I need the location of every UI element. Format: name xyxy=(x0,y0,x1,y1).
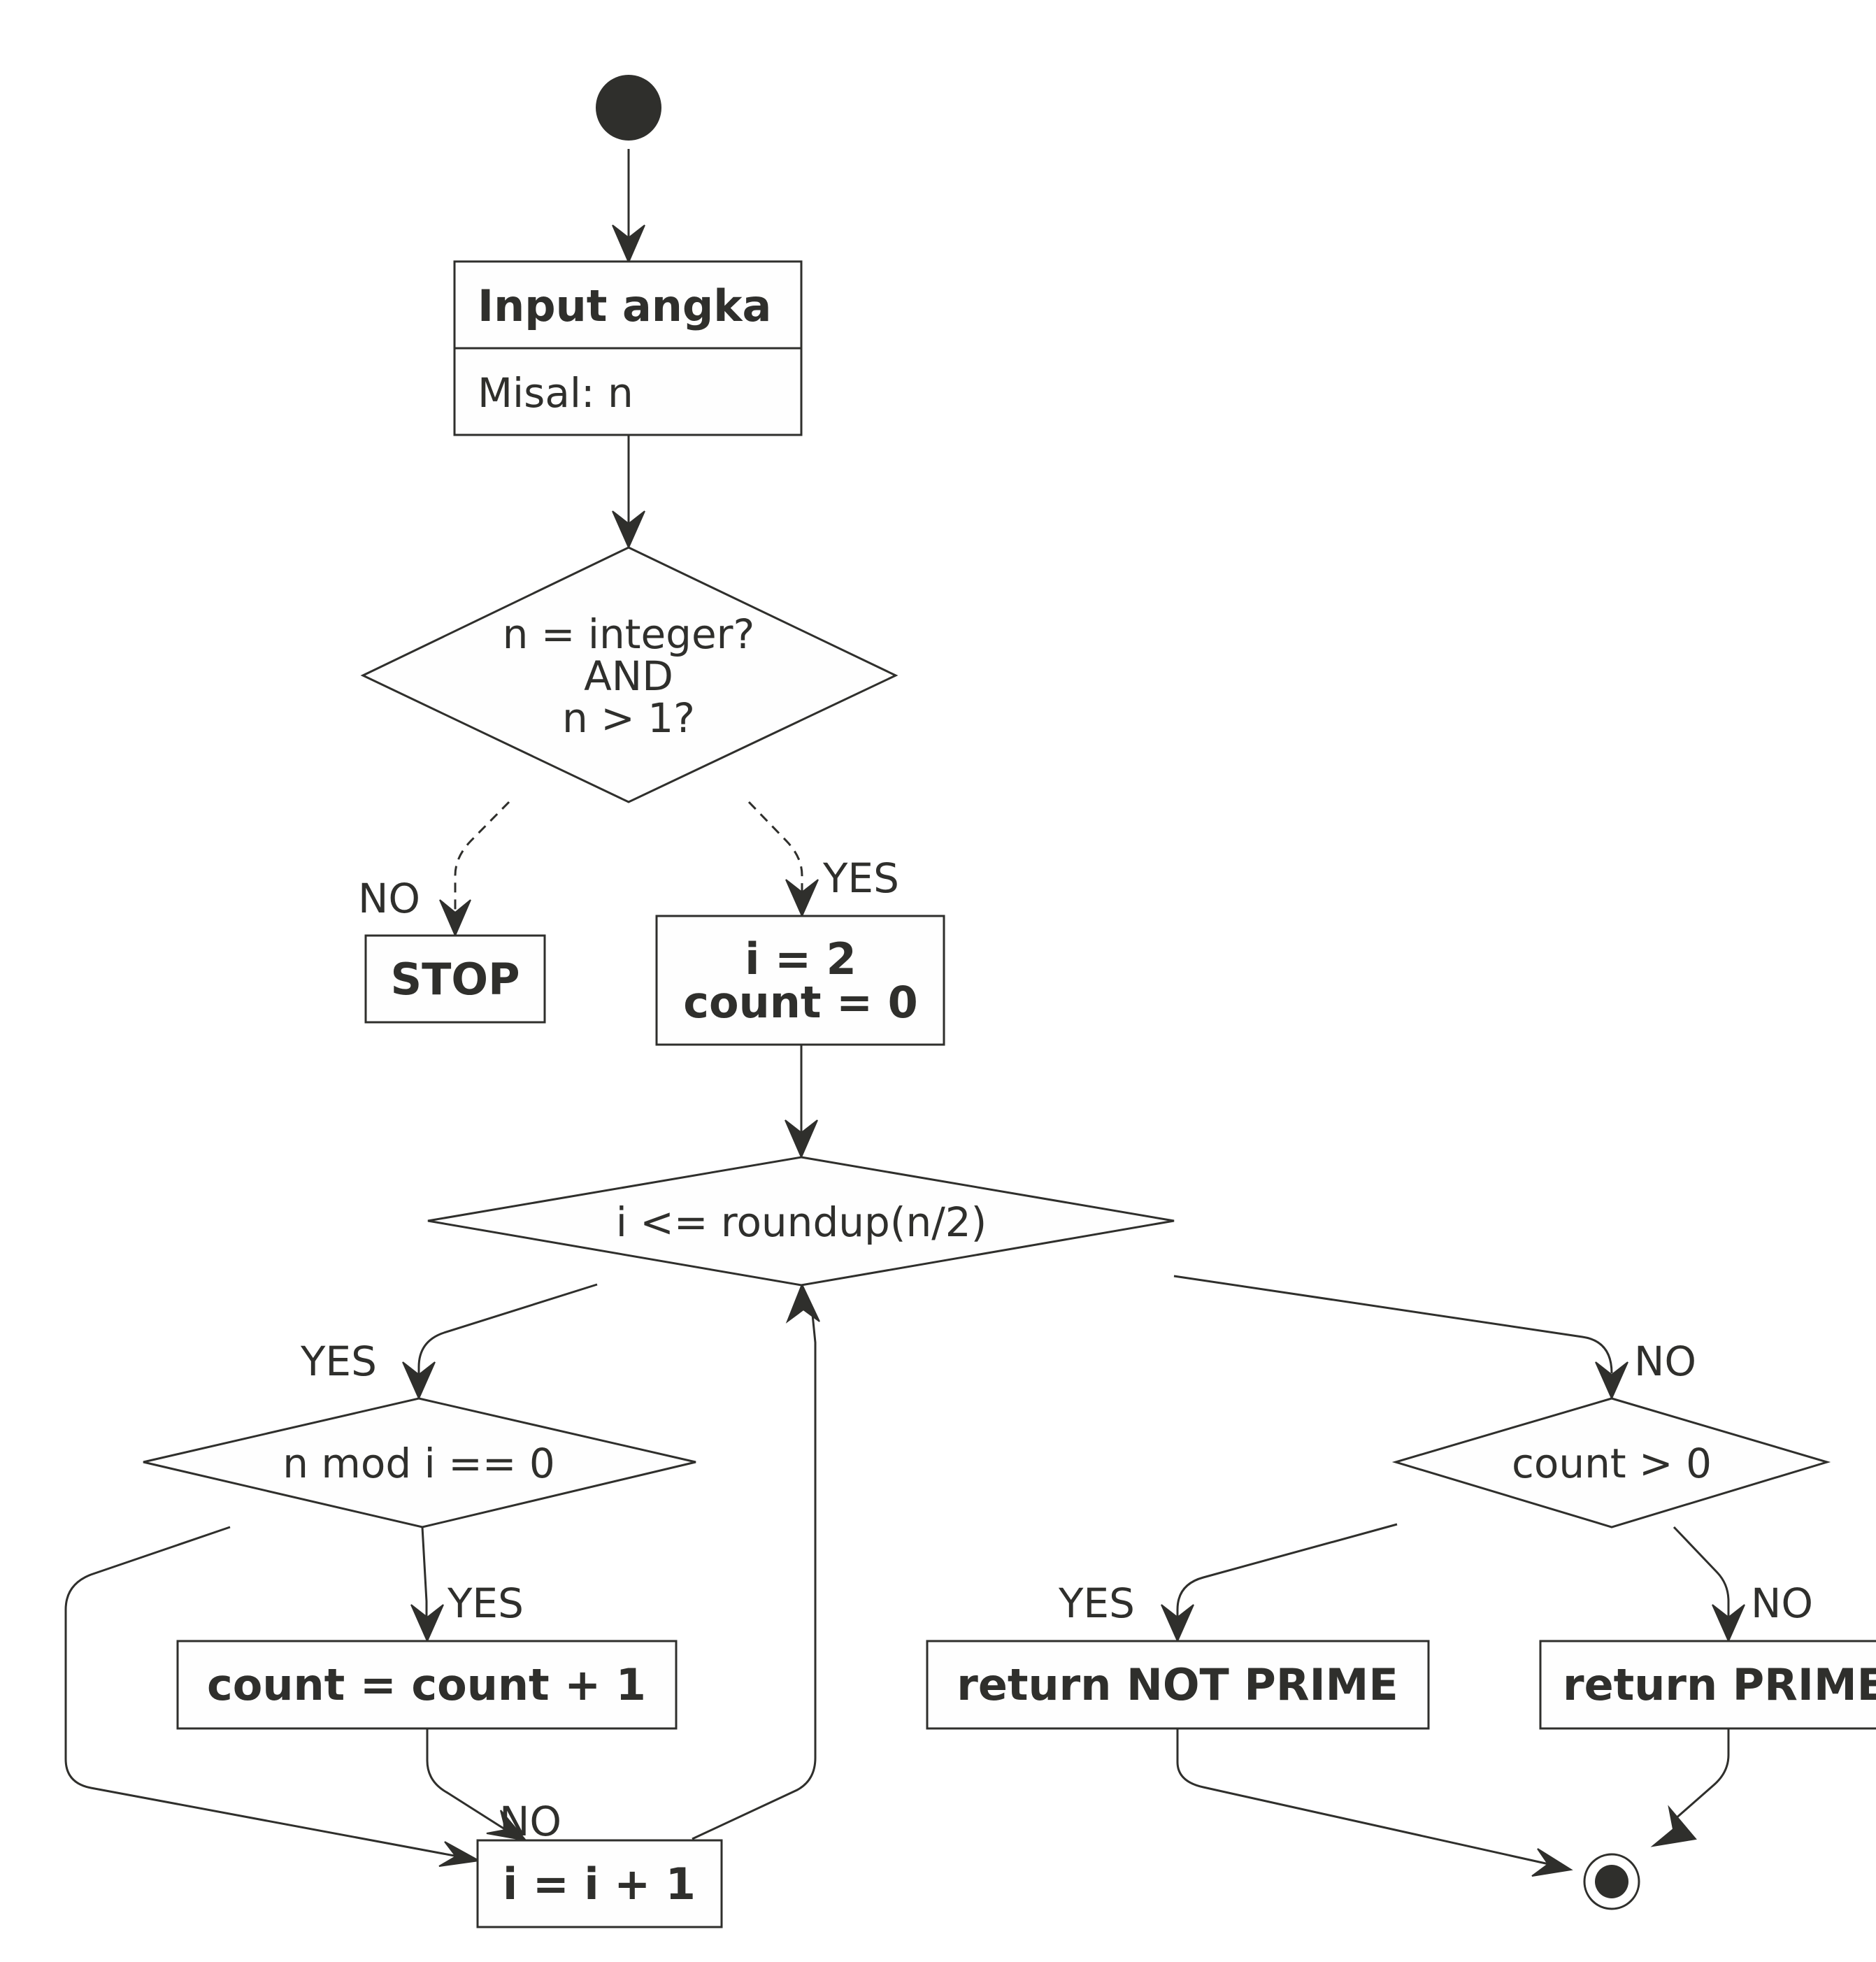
stop-label: STOP xyxy=(390,954,520,1005)
start-node xyxy=(596,75,661,141)
arrowhead-prime xyxy=(1712,1604,1745,1643)
edge-loop-no-to-count xyxy=(1173,1275,1613,1374)
not-prime-node: return NOT PRIME xyxy=(926,1640,1430,1730)
arrowhead-stop xyxy=(439,899,471,938)
valid-line3: n > 1? xyxy=(562,694,695,742)
arrowhead-mod xyxy=(402,1361,436,1401)
label-loop-yes: YES xyxy=(300,1338,377,1385)
input-node: Input angka Misal: n xyxy=(453,260,803,436)
count-increment-label: count = count + 1 xyxy=(207,1659,646,1710)
edges xyxy=(64,149,1745,1877)
prime-node: return PRIME xyxy=(1539,1640,1876,1730)
loop-condition-decision: i <= roundup(n/2) xyxy=(427,1156,1175,1287)
init-line1: i = 2 xyxy=(745,933,857,984)
arrowhead-loop-back xyxy=(785,1282,820,1324)
arrowhead-count-inc xyxy=(410,1604,444,1643)
count-check-label: count > 0 xyxy=(1512,1440,1712,1487)
edge-iinc-to-loop xyxy=(692,1307,817,1840)
check-valid-decision: n = integer? AND n > 1? xyxy=(360,546,898,803)
loop-label: i <= roundup(n/2) xyxy=(616,1198,987,1246)
arrowhead-init xyxy=(785,879,819,918)
edge-mod-no-to-iinc xyxy=(64,1526,459,1858)
label-loop-no: NO xyxy=(1634,1338,1696,1385)
arrowhead-iinc-left xyxy=(438,1841,482,1867)
edge-count-yes-to-notprime xyxy=(1176,1523,1398,1617)
arrowhead-loop xyxy=(785,1119,818,1159)
init-line2: count = 0 xyxy=(683,977,918,1028)
arrowhead-end-left xyxy=(1531,1848,1573,1877)
arrowhead-count-check xyxy=(1595,1361,1628,1401)
edge-valid-yes-to-init xyxy=(747,801,803,893)
valid-line1: n = integer? xyxy=(503,610,755,658)
arrowhead-iinc-top xyxy=(486,1810,528,1842)
arrowhead-end-right xyxy=(1650,1805,1697,1847)
init-node: i = 2 count = 0 xyxy=(655,915,945,1046)
mod-check-decision: n mod i == 0 xyxy=(143,1397,696,1528)
end-node xyxy=(1583,1853,1640,1910)
i-increment-label: i = i + 1 xyxy=(503,1859,696,1910)
edge-labels: NO YES YES NO YES NO YES NO xyxy=(300,854,1813,1845)
input-title: Input angka xyxy=(478,280,771,331)
count-increment-node: count = count + 1 xyxy=(176,1640,678,1730)
label-valid-no: NO xyxy=(358,875,420,922)
mod-label: n mod i == 0 xyxy=(282,1440,555,1487)
edge-valid-no-to-stop xyxy=(454,801,510,912)
edge-countinc-to-iinc xyxy=(426,1728,508,1832)
valid-line2: AND xyxy=(584,652,673,700)
stop-node: STOP xyxy=(364,934,546,1024)
edge-notprime-to-end xyxy=(1176,1728,1549,1866)
count-check-decision: count > 0 xyxy=(1391,1397,1831,1528)
edge-count-no-to-prime xyxy=(1673,1526,1730,1617)
edge-prime-to-end xyxy=(1674,1728,1730,1821)
input-detail: Misal: n xyxy=(478,369,633,417)
prime-label: return PRIME xyxy=(1563,1659,1876,1710)
edge-loop-yes-to-mod xyxy=(417,1283,598,1374)
label-mod-no: NO xyxy=(499,1798,561,1845)
arrowhead-input xyxy=(612,224,645,264)
i-increment-node: i = i + 1 xyxy=(476,1839,723,1928)
not-prime-label: return NOT PRIME xyxy=(957,1659,1398,1710)
arrowhead-notprime xyxy=(1161,1604,1194,1643)
arrowhead-valid xyxy=(612,510,645,550)
label-valid-yes: YES xyxy=(822,854,899,902)
label-count-yes: YES xyxy=(1058,1580,1135,1627)
label-mod-yes: YES xyxy=(447,1580,524,1627)
edge-mod-yes-to-inc xyxy=(421,1526,428,1617)
label-count-no: NO xyxy=(1751,1580,1813,1627)
